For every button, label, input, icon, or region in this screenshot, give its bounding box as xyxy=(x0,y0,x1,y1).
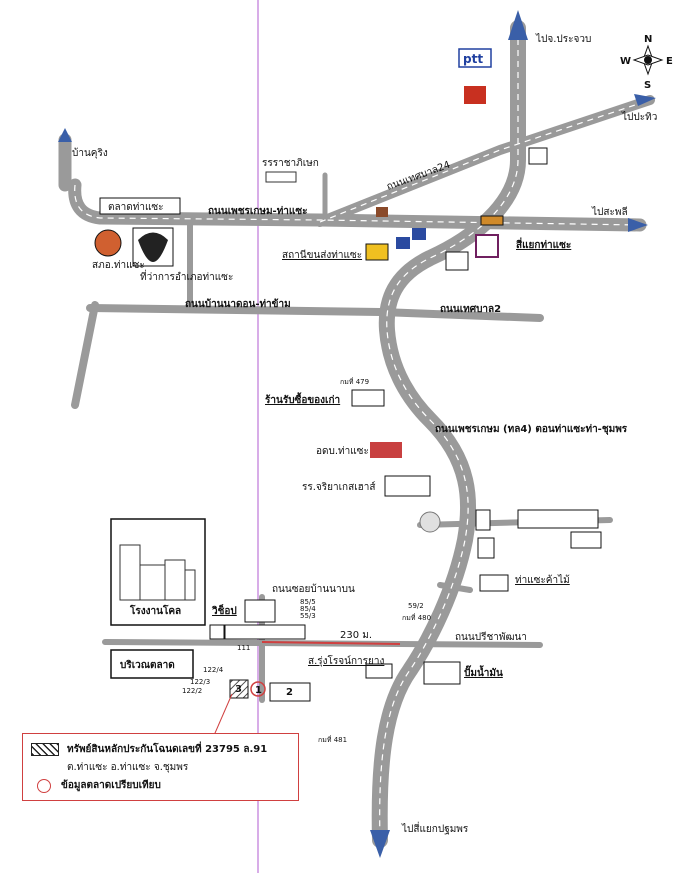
lot-comparison-ring xyxy=(250,681,266,697)
distance-label: 230 ม. xyxy=(340,630,372,641)
compass-s: S xyxy=(644,80,651,91)
road-ban-na-don: ถนนบ้านนาดอน-ท่าข้าม xyxy=(185,298,291,310)
dest-north: ไปจ.ประจวบ xyxy=(535,33,591,45)
bank-logo-icon-5 xyxy=(396,237,410,249)
ptt-logo: ptt xyxy=(458,48,492,68)
gas-station-icon xyxy=(423,661,461,685)
place-school-rachapisek: รรราชาภิเษก xyxy=(262,158,319,169)
place-bus-station: สถานีขนส่งท่าแซะ xyxy=(282,249,362,261)
school-icon xyxy=(265,171,297,183)
legend-collateral: ทรัพย์สินหลักประกันโฉนดเลขที่ 23795 ล.91 xyxy=(31,742,267,757)
house-122-2: 122/2 xyxy=(182,687,202,695)
ban-na-don-road xyxy=(86,304,544,322)
bank-logo-icon xyxy=(464,86,486,104)
house-85-5: 85/5 xyxy=(300,598,316,606)
red-road xyxy=(261,641,401,645)
school-jariya-box xyxy=(384,475,431,497)
place-school-jariya: รร.จริยาเกสเฮาส์ xyxy=(302,481,375,493)
place-market-area: บริเวณตลาด xyxy=(120,659,175,671)
place-market: ตลาดท่าแซะ xyxy=(108,202,164,213)
house-85-4: 85/4 xyxy=(300,605,316,613)
legend-comparison: ข้อมูลตลาดเปรียบเทียบ xyxy=(31,778,161,793)
east-soi2 xyxy=(437,582,473,593)
lot-1: 1 xyxy=(255,685,262,696)
mascot-icon xyxy=(419,511,441,533)
dest-northwest: บ้านคุริง xyxy=(72,147,108,159)
legend-comparison-text: ข้อมูลตลาดเปรียบเทียบ xyxy=(61,780,161,791)
legend-location-text: ต.ท่าแซะ อ.ท่าแซะ จ.ชุมพร xyxy=(67,762,189,773)
house-111: 111 xyxy=(237,644,250,652)
thetsaban24-road xyxy=(315,95,655,227)
dest-east: ไปสะพลี xyxy=(591,206,628,218)
place-police: สภอ.ท่าแซะ xyxy=(92,260,145,271)
highway4-road xyxy=(371,20,526,848)
bank-logo-icon-2 xyxy=(528,147,548,165)
house-122-3: 122/3 xyxy=(190,678,210,686)
place-rungrot: ส.รุ่งโรจน์การยาง xyxy=(308,654,384,667)
place-pole-factory: โรงงานโคล xyxy=(129,604,181,617)
lot-2: 2 xyxy=(286,687,293,698)
hatch-swatch-icon xyxy=(31,743,59,756)
compass-rose-icon: N S E W xyxy=(620,34,673,91)
legend-collateral-text: ทรัพย์สินหลักประกันโฉนดเลขที่ 23795 ล.91 xyxy=(67,744,268,755)
market-box xyxy=(99,197,181,215)
arrow-north-icon xyxy=(508,10,528,40)
km-480: กมที่ 480 xyxy=(402,613,431,622)
direction-arrows xyxy=(58,10,656,858)
bank-logo-icon-3 xyxy=(475,234,499,258)
compass-n: N xyxy=(644,34,652,45)
km-481: กมที่ 481 xyxy=(318,735,347,744)
dest-south: ไปสี่แยกปฐมพร xyxy=(401,821,469,835)
road-network xyxy=(58,20,655,848)
east-box xyxy=(570,531,602,549)
garuda-icon xyxy=(138,232,168,262)
road-highway4: ถนนเพชรเกษม (ทล4) ตอนท่าแซะท่า-ชุมพร xyxy=(435,423,628,435)
factory-box xyxy=(110,518,206,626)
arrow-northeast-icon xyxy=(634,94,656,106)
place-district-office: ที่ว่าการอำเภอท่าแซะ xyxy=(140,269,233,283)
arrow-northwest-icon xyxy=(58,128,72,142)
lot-3: 3 xyxy=(235,684,242,695)
road-soi-ban-na-bon: ถนนซอยบ้านนาบน xyxy=(272,583,355,595)
house-59-2: 59/2 xyxy=(408,602,424,610)
scrap-shop-box xyxy=(351,389,385,407)
arrow-east-icon xyxy=(628,218,648,232)
rungrot-box xyxy=(365,663,393,679)
bank-logo-icon-4 xyxy=(445,251,469,271)
house-122-4: 122/4 xyxy=(203,666,224,674)
place-sao: อดบ.ท่าแซะ xyxy=(316,446,369,457)
lot-collateral xyxy=(229,679,249,699)
police-emblem-icon xyxy=(94,229,122,257)
dest-northeast: ไปปะทิว xyxy=(621,111,657,123)
road-phetkasem-tha-sae: ถนนเพชรเกษม-ท่าแซะ xyxy=(208,205,308,217)
road-pricha: ถนนปรีชาพัฒนา xyxy=(455,631,527,643)
factory-drawing xyxy=(119,544,196,601)
legend: ทรัพย์สินหลักประกันโฉนดเลขที่ 23795 ล.91… xyxy=(22,733,299,801)
km-479: กมที่ 479 xyxy=(340,377,369,386)
place-scrap-shop: ร้านรับซื้อของเก่า xyxy=(265,392,340,406)
compass-e: E xyxy=(666,56,673,67)
west-road xyxy=(71,301,99,409)
compass-w: W xyxy=(620,56,631,67)
arrow-south-icon xyxy=(370,830,390,858)
tree-shop-box xyxy=(479,574,509,592)
place-tree-shop: ท่าแซะค้าไม้ xyxy=(515,574,570,586)
svg-text:ptt: ptt xyxy=(463,52,483,66)
market-area-box xyxy=(110,649,194,679)
bank-logo-icon-6 xyxy=(412,228,426,240)
place-gas-station: ปั๊มน้ำมัน xyxy=(464,665,503,679)
row-houses xyxy=(209,509,599,702)
shop-icon xyxy=(376,207,388,217)
traffic-light-icon xyxy=(480,215,504,226)
sao-building-icon xyxy=(370,442,402,458)
bus-icon xyxy=(365,243,389,261)
place-visop: วิช็อป xyxy=(212,603,237,617)
ring-swatch-icon xyxy=(37,778,51,793)
place-intersection: สี่แยกท่าแซะ xyxy=(516,237,571,251)
legend-pointer xyxy=(211,693,233,741)
road-center-lines xyxy=(74,28,651,841)
road-thetsaban2: ถนนเทศบาล2 xyxy=(440,304,501,315)
house-55-3: 55/3 xyxy=(300,612,316,620)
